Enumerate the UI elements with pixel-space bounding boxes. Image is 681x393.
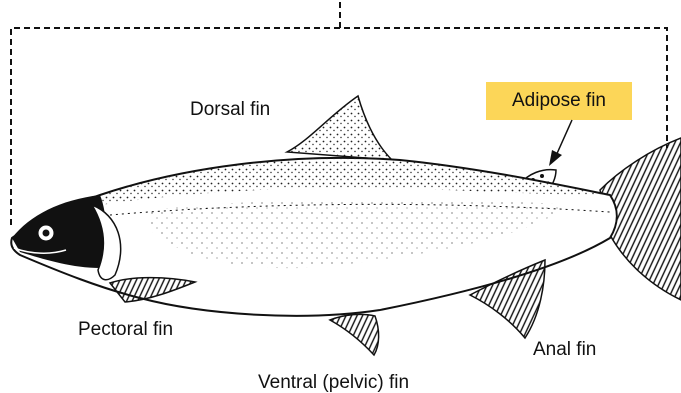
ventral-fin-label: Ventral (pelvic) fin xyxy=(258,373,409,392)
anal-fin-label: Anal fin xyxy=(533,340,596,359)
ventral-fin xyxy=(330,314,379,355)
adipose-arrow xyxy=(549,120,572,166)
dorsal-fin xyxy=(287,96,392,160)
adipose-fin-label: Adipose fin xyxy=(486,82,632,120)
pectoral-fin-label: Pectoral fin xyxy=(78,320,173,339)
dorsal-fin-label: Dorsal fin xyxy=(190,100,270,119)
